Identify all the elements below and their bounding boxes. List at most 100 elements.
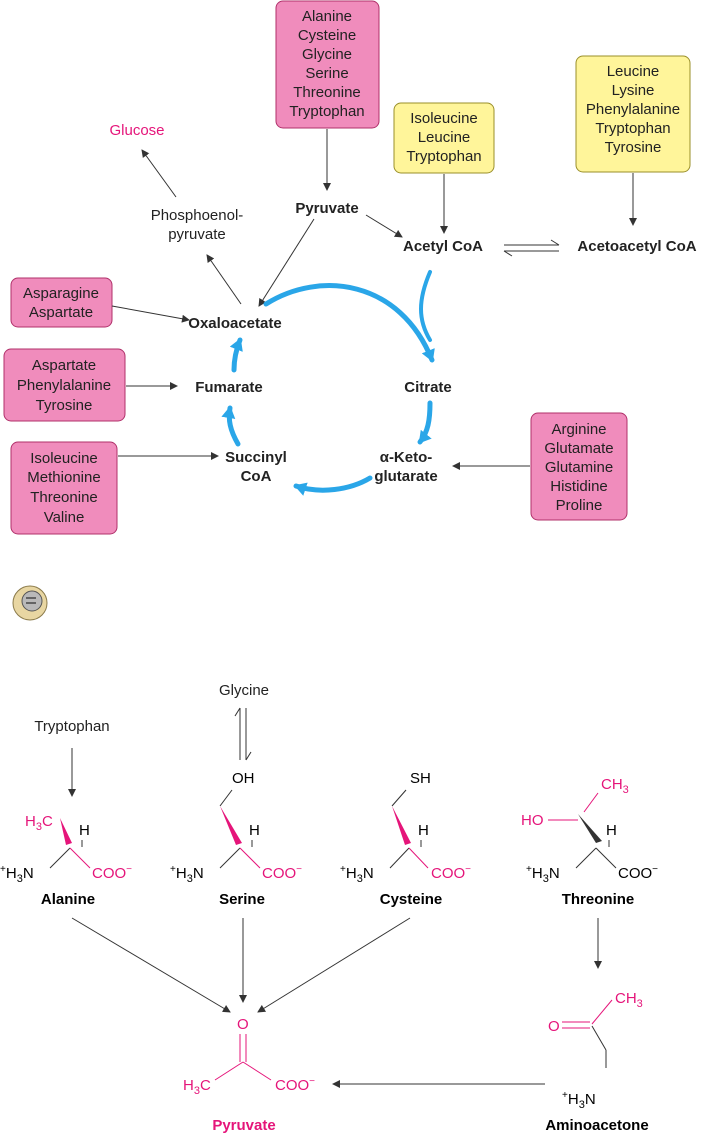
arrow: [365, 214, 403, 238]
glucose-label: Glucose: [109, 122, 164, 139]
acetoacetyl-coa-label: Acetoacetyl CoA: [577, 238, 696, 255]
cysteine-sh: SH: [410, 770, 431, 787]
equilibrium-reverse-head: [503, 250, 513, 257]
box-item: Arginine: [551, 421, 606, 438]
structure-arrows: [71, 917, 602, 1088]
box-item: Histidine: [550, 478, 608, 495]
glycine-serine-equilibrium: [234, 707, 252, 761]
equilibrium-forward-head: [550, 239, 560, 246]
succinyl-coa-label-line1: Succinyl: [225, 449, 287, 466]
threonine-name: Threonine: [562, 891, 635, 908]
animation-icon[interactable]: [12, 585, 48, 621]
aminoacetone-structure: CH3 O +H3N Aminoacetone: [545, 990, 648, 1134]
pyruvate-label: Pyruvate: [295, 200, 358, 217]
cycle-arrow-ketoglutarate-succinyl: [293, 475, 373, 496]
serine-oh: OH: [232, 770, 255, 787]
box-item: Phenylalanine: [586, 101, 680, 118]
box-item: Isoleucine: [30, 450, 98, 467]
box-item: Tyrosine: [605, 139, 662, 156]
pep-label-line2: pyruvate: [168, 226, 226, 243]
threonine-structure: CH3 HO H +H3N COO− Threonine: [521, 776, 658, 908]
box-item: Leucine: [418, 129, 471, 146]
arrow: [71, 917, 231, 1013]
glycine-label: Glycine: [219, 682, 269, 699]
cycle-arrow-acetylcoa-join: [419, 270, 432, 342]
fumarate-label: Fumarate: [195, 379, 263, 396]
alanine-structure: H3C H +H3N COO− Alanine: [0, 813, 132, 908]
aminoacetone-name: Aminoacetone: [545, 1117, 648, 1134]
threonine-h: H: [606, 822, 617, 839]
box-item: Proline: [556, 497, 603, 514]
box-item: Cysteine: [298, 27, 356, 44]
alanine-amine: +H3N: [0, 864, 34, 885]
box-item: Leucine: [607, 63, 660, 80]
cysteine-name: Cysteine: [380, 891, 443, 908]
box-item: Tryptophan: [406, 148, 481, 165]
box-item: Alanine: [302, 8, 352, 25]
box-item: Asparagine: [23, 285, 99, 302]
box-item: Serine: [305, 65, 348, 82]
serine-h: H: [249, 822, 260, 839]
cycle-arrow-oxaloacetate-citrate: [263, 283, 435, 363]
fumarate-sources-box: Aspartate Phenylalanine Tyrosine: [3, 348, 126, 422]
aminoacetone-o: O: [548, 1018, 560, 1035]
citric-acid-cycle: [221, 270, 435, 496]
box-item: Tryptophan: [595, 120, 670, 137]
serine-name: Serine: [219, 891, 265, 908]
box-item: Glycine: [302, 46, 352, 63]
aminoacetone-amine: +H3N: [562, 1090, 596, 1111]
pyruvate-o: O: [237, 1016, 249, 1033]
alanine-carboxylate: COO−: [92, 864, 132, 882]
alanine-h: H: [79, 822, 90, 839]
box-item: Lysine: [612, 82, 655, 99]
box-item: Aspartate: [29, 304, 93, 321]
box-item: Glutamate: [544, 440, 613, 457]
oxaloacetate-sources-box: Asparagine Aspartate: [10, 277, 113, 328]
pyruvate-sources-box: Alanine Cysteine Glycine Serine Threonin…: [275, 0, 380, 129]
serine-structure: OH H +H3N COO− Serine: [170, 770, 302, 908]
cysteine-carboxylate: COO−: [431, 864, 471, 882]
cycle-arrow-fumarate-oxaloacetate: [229, 337, 243, 373]
arrow: [258, 218, 315, 307]
pyruvate-name: Pyruvate: [212, 1117, 275, 1134]
cysteine-h: H: [418, 822, 429, 839]
threonine-methyl: CH3: [601, 776, 629, 796]
arrow: [141, 149, 177, 198]
threonine-ho: HO: [521, 812, 544, 829]
box-item: Tyrosine: [36, 397, 93, 414]
box-item: Glutamine: [545, 459, 613, 476]
arrow: [206, 254, 242, 305]
acetylcoa-sources-box: Isoleucine Leucine Tryptophan: [393, 102, 495, 174]
arrow: [111, 305, 190, 323]
acetoacetyl-sources-box: Leucine Lysine Phenylalanine Tryptophan …: [575, 55, 691, 173]
aminoacetone-methyl: CH3: [615, 990, 643, 1010]
box-item: Valine: [44, 509, 85, 526]
serine-carboxylate: COO−: [262, 864, 302, 882]
cycle-arrow-succinyl-fumarate: [221, 405, 241, 447]
citrate-label: Citrate: [404, 379, 452, 396]
ketoglutarate-label-line2: glutarate: [374, 468, 437, 485]
acetyl-coa-label: Acetyl CoA: [403, 238, 483, 255]
box-item: Threonine: [293, 84, 361, 101]
box-item: Methionine: [27, 469, 100, 486]
oxaloacetate-label: Oxaloacetate: [188, 315, 281, 332]
ketoglutarate-label-line1: α-Keto-: [380, 449, 433, 466]
box-item: Isoleucine: [410, 110, 478, 127]
serine-amine: +H3N: [170, 864, 204, 885]
cycle-arrow-citrate-ketoglutarate: [417, 400, 433, 445]
threonine-amine: +H3N: [526, 864, 560, 885]
box-item: Phenylalanine: [17, 377, 111, 394]
pyruvate-carboxylate: COO−: [275, 1076, 315, 1094]
alanine-methyl: H3C: [25, 813, 53, 833]
threonine-carboxylate: COO−: [618, 864, 658, 882]
pyruvate-methyl: H3C: [183, 1077, 211, 1097]
box-item: Threonine: [30, 489, 98, 506]
box-item: Aspartate: [32, 357, 96, 374]
box-item: Tryptophan: [289, 103, 364, 120]
pep-label-line1: Phosphoenol-: [151, 207, 244, 224]
succinyl-sources-box: Isoleucine Methionine Threonine Valine: [10, 441, 118, 535]
alanine-name: Alanine: [41, 891, 95, 908]
cysteine-amine: +H3N: [340, 864, 374, 885]
tryptophan-label: Tryptophan: [34, 718, 109, 735]
